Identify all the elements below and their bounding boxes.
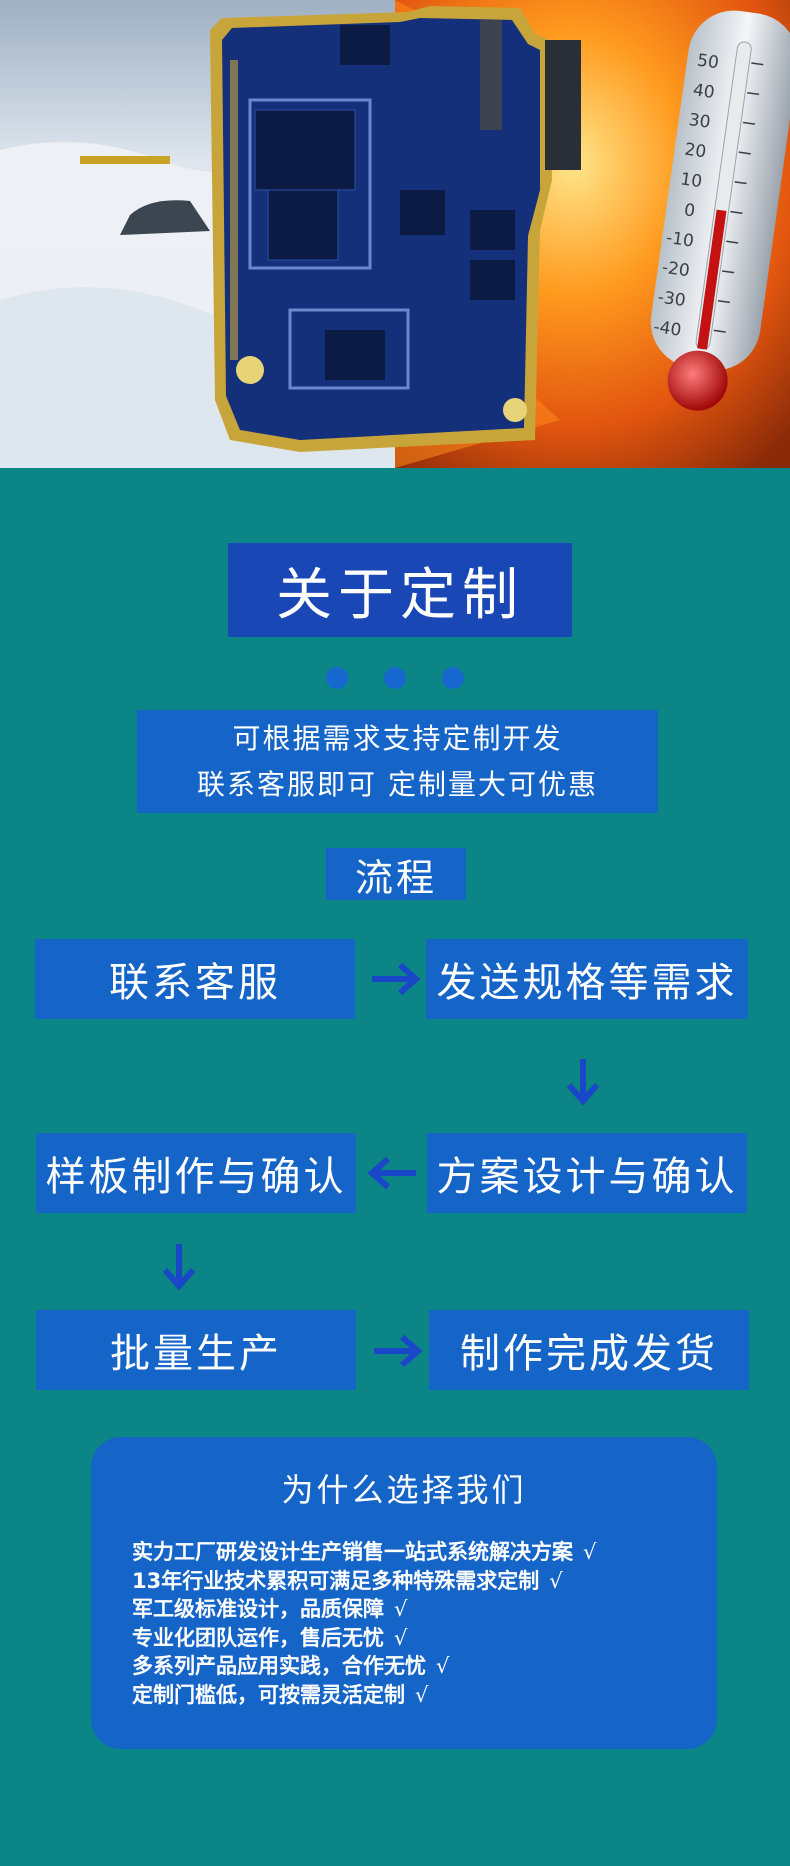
process-step-design: 方案设计与确认 [427,1133,747,1213]
check-mark-icon: √ [436,1654,450,1678]
process-step-contact: 联系客服 [35,939,355,1019]
list-item: 13年行业技术累积可满足多种特殊需求定制 √ [132,1567,702,1596]
thermometer-tick: 40 [692,80,716,103]
thermometer-tick: -10 [665,228,695,252]
thermometer-tick: -20 [661,258,691,282]
hero-illustration: 50 40 30 20 10 0 -10 -20 -30 -40 [0,0,790,468]
why-item-text: 多系列产品应用实践，合作无忧 [132,1654,426,1678]
check-mark-icon: √ [549,1568,563,1593]
check-mark-icon: √ [394,1625,408,1650]
thermometer-tick: 0 [683,200,697,221]
arrow-down-icon [565,1057,601,1105]
intro-line: 可根据需求支持定制开发 [232,721,563,755]
process-step-sample: 样板制作与确认 [36,1133,356,1213]
list-item: 定制门槛低，可按需灵活定制 √ [132,1681,702,1710]
thermometer-tick: 50 [696,51,720,74]
why-item-text: 军工级标准设计，品质保障 [132,1597,384,1621]
check-mark-icon: √ [415,1682,429,1707]
list-item: 军工级标准设计，品质保障 √ [132,1595,702,1624]
decorative-dot [384,667,406,689]
why-list: 实力工厂研发设计生产销售一站式系统解决方案 √ 13年行业技术累积可满足多种特殊需… [132,1538,702,1709]
why-item-text: 专业化团队运作，售后无忧 [132,1625,384,1650]
decorative-dot [442,667,464,689]
list-item: 专业化团队运作，售后无忧 √ [132,1624,702,1653]
why-item-text: 13年行业技术累积可满足多种特殊需求定制 [132,1568,540,1593]
decorative-dot [326,667,348,689]
process-step-ship: 制作完成发货 [429,1310,749,1390]
why-item-text: 定制门槛低，可按需灵活定制 [132,1682,405,1707]
process-label: 流程 [326,848,466,900]
thermometer-tick: 20 [683,140,707,163]
list-item: 实力工厂研发设计生产销售一站式系统解决方案 √ [132,1538,702,1567]
thermometer-tick: 10 [679,169,703,192]
circuit-board-icon [210,6,581,452]
about-title: 关于定制 [228,543,572,637]
check-mark-icon: √ [583,1540,597,1564]
why-item-text: 实力工厂研发设计生产销售一站式系统解决方案 [132,1540,573,1564]
process-step-send-specs: 发送规格等需求 [426,939,748,1019]
arrow-right-icon [372,1333,422,1369]
thermometer-tick: -40 [652,317,682,341]
check-mark-icon: √ [394,1597,408,1621]
process-step-mass-production: 批量生产 [36,1310,356,1390]
hero-banner: 50 40 30 20 10 0 -10 -20 -30 -40 [0,0,790,468]
intro-line: 联系客服即可 定制量大可优惠 [197,767,598,801]
arrow-down-icon [161,1242,197,1290]
thermometer-tick: 30 [687,110,711,133]
list-item: 多系列产品应用实践，合作无忧 √ [132,1652,702,1681]
thermometer-tick: -30 [656,287,686,311]
why-choose-us-panel [91,1437,717,1749]
intro-panel: 可根据需求支持定制开发 联系客服即可 定制量大可优惠 [137,710,658,813]
why-title: 为什么选择我们 [281,1471,527,1509]
arrow-left-icon [368,1155,418,1191]
arrow-right-icon [370,961,420,997]
